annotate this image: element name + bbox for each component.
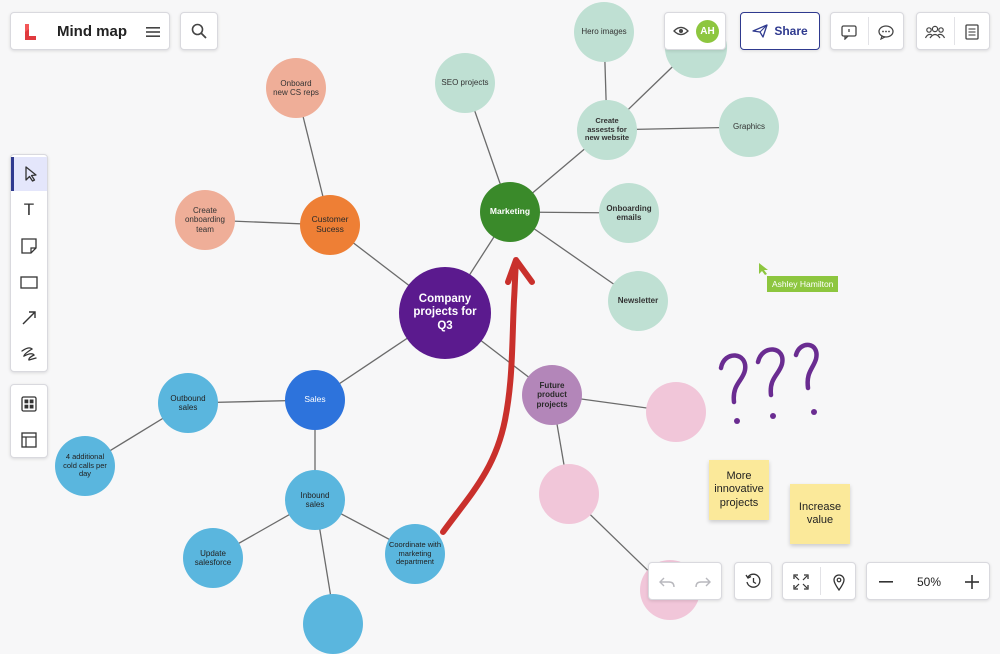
node-inbound-sales[interactable]: Inbound sales	[285, 470, 345, 530]
history-panel	[648, 562, 722, 600]
search-icon[interactable]	[181, 13, 217, 49]
zoom-level[interactable]: 50%	[905, 569, 953, 595]
lucid-logo-icon[interactable]	[17, 19, 43, 45]
node-update-salesforce-label: Update salesforce	[194, 548, 232, 567]
zoom-in-icon[interactable]	[957, 569, 987, 595]
zoom-level-text: 50%	[916, 575, 942, 589]
share-button[interactable]: Share	[740, 12, 820, 50]
sticky-note-innovative[interactable]: More innovative projects	[709, 460, 769, 520]
sticky-note-increase-value[interactable]: Increase value	[790, 484, 850, 544]
zoom-out-icon[interactable]	[871, 569, 901, 595]
node-outbound-sales-label: Outbound sales	[170, 393, 206, 412]
node-create-onboarding-team[interactable]: Create onboarding team	[175, 190, 235, 250]
node-seo-projects[interactable]: SEO projects	[435, 53, 495, 113]
node-onboarding-emails[interactable]: Onboarding emails	[599, 183, 659, 243]
arrow-tool-icon[interactable]	[11, 301, 47, 335]
tool-palette: T	[10, 154, 48, 372]
node-future-child-2[interactable]	[539, 464, 599, 524]
people-icon[interactable]	[922, 19, 948, 45]
node-newsletter-label: Newsletter	[617, 296, 659, 306]
send-icon	[752, 24, 768, 38]
collaborator-label: Ashley Hamilton	[767, 276, 839, 292]
history-clock-icon[interactable]	[735, 563, 771, 599]
location-pin-icon[interactable]	[825, 569, 853, 595]
connector-lines	[84, 31, 750, 610]
avatar-initials: AH	[700, 26, 715, 37]
document-icon[interactable]	[959, 19, 985, 45]
node-graphics-label: Graphics	[732, 122, 765, 132]
node-marketing[interactable]: Marketing	[480, 182, 540, 242]
templates-icon[interactable]	[11, 387, 47, 421]
freehand-tool-icon[interactable]	[11, 337, 47, 371]
node-onboard-cs-reps-label: Onboard new CS reps	[273, 78, 319, 97]
node-hero-images-label: Hero images	[581, 27, 627, 37]
select-tool-icon[interactable]	[11, 157, 47, 191]
revision-panel	[734, 562, 772, 600]
fit-to-screen-icon[interactable]	[787, 569, 815, 595]
search-panel	[180, 12, 218, 50]
rectangle-tool-icon[interactable]	[11, 265, 47, 299]
sticky-note-tool-icon[interactable]	[11, 229, 47, 263]
secondary-palette	[10, 384, 48, 458]
text-tool-icon[interactable]: T	[23, 200, 35, 219]
node-create-assets-label: Create assests for new website	[584, 116, 630, 143]
node-hero-images[interactable]: Hero images	[574, 2, 634, 62]
node-create-assets[interactable]: Create assests for new website	[577, 100, 637, 160]
sticky-note-innovative-text: More innovative projects	[714, 470, 764, 509]
cursor-pointer-icon	[759, 263, 768, 275]
node-newsletter[interactable]: Newsletter	[608, 271, 668, 331]
node-sales-extra[interactable]	[303, 594, 363, 654]
node-future-products-label: Future product projects	[536, 381, 568, 409]
collaboration-panel	[916, 12, 990, 50]
node-onboarding-emails-label: Onboarding emails	[606, 203, 652, 222]
document-title[interactable]: Mind map	[57, 23, 127, 40]
presence-panel: AH	[664, 12, 726, 50]
view-panel	[782, 562, 856, 600]
node-cold-calls-label: 4 additional cold calls per day	[63, 452, 107, 479]
node-cold-calls[interactable]: 4 additional cold calls per day	[55, 436, 115, 496]
node-create-onboarding-team-label: Create onboarding team	[184, 206, 226, 234]
undo-icon[interactable]	[653, 569, 681, 595]
comments-panel	[830, 12, 904, 50]
user-avatar[interactable]: AH	[696, 20, 719, 43]
node-future-products[interactable]: Future product projects	[522, 365, 582, 425]
node-root-label: Company projects for Q3	[413, 293, 477, 332]
eye-icon[interactable]	[669, 19, 693, 43]
node-onboard-cs-reps[interactable]: Onboard new CS reps	[266, 58, 326, 118]
node-coordinate-marketing-label: Coordinate with marketing department	[388, 540, 442, 567]
sticky-note-increase-value-text: Increase value	[798, 500, 842, 526]
node-outbound-sales[interactable]: Outbound sales	[158, 373, 218, 433]
node-customer-success[interactable]: Customer Sucess	[300, 195, 360, 255]
node-update-salesforce[interactable]: Update salesforce	[183, 528, 243, 588]
zoom-panel: 50%	[866, 562, 990, 600]
title-panel: Mind map	[10, 12, 170, 50]
share-label: Share	[774, 24, 808, 38]
feedback-icon[interactable]	[836, 19, 862, 45]
collaborator-name: Ashley Hamilton	[772, 279, 834, 289]
node-sales-label: Sales	[304, 394, 326, 405]
node-graphics[interactable]: Graphics	[719, 97, 779, 157]
node-seo-projects-label: SEO projects	[441, 78, 489, 88]
node-marketing-label: Marketing	[489, 206, 531, 217]
node-root[interactable]: Company projects for Q3	[399, 267, 491, 359]
node-inbound-sales-label: Inbound sales	[300, 490, 330, 509]
node-customer-success-label: Customer Sucess	[311, 214, 349, 234]
comment-icon[interactable]	[873, 19, 899, 45]
node-sales[interactable]: Sales	[285, 370, 345, 430]
node-future-child-1[interactable]	[646, 382, 706, 442]
node-coordinate-marketing[interactable]: Coordinate with marketing department	[385, 524, 445, 584]
redo-icon[interactable]	[689, 569, 717, 595]
collaborator-cursor	[758, 262, 770, 281]
menu-icon[interactable]	[141, 20, 165, 44]
frame-icon[interactable]	[11, 423, 47, 457]
